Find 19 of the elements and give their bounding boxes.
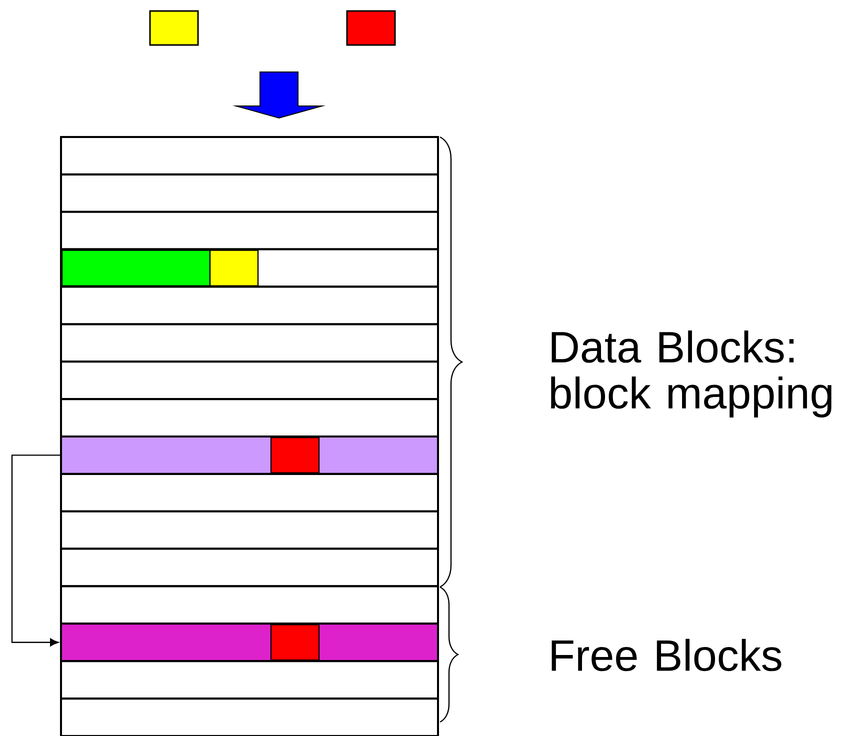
storage-block — [60, 136, 439, 176]
storage-block — [60, 548, 439, 588]
arrow — [11, 454, 60, 646]
storage-block — [60, 286, 439, 326]
brace-label: Data Blocks: block mapping — [551, 330, 832, 418]
brace-label: Free Blocks — [552, 638, 782, 672]
storage-block — [60, 323, 439, 363]
storage-block — [60, 210, 439, 250]
storage-block — [60, 473, 439, 512]
storage-block — [60, 698, 439, 736]
storage-block — [60, 585, 439, 625]
storage-block — [60, 660, 439, 700]
storage-block — [60, 398, 439, 438]
storage-block — [60, 360, 439, 400]
storage-block — [60, 622, 439, 662]
storage-block — [60, 435, 439, 475]
storage-block — [60, 510, 439, 550]
storage-block — [60, 248, 439, 288]
storage-block — [60, 174, 439, 213]
